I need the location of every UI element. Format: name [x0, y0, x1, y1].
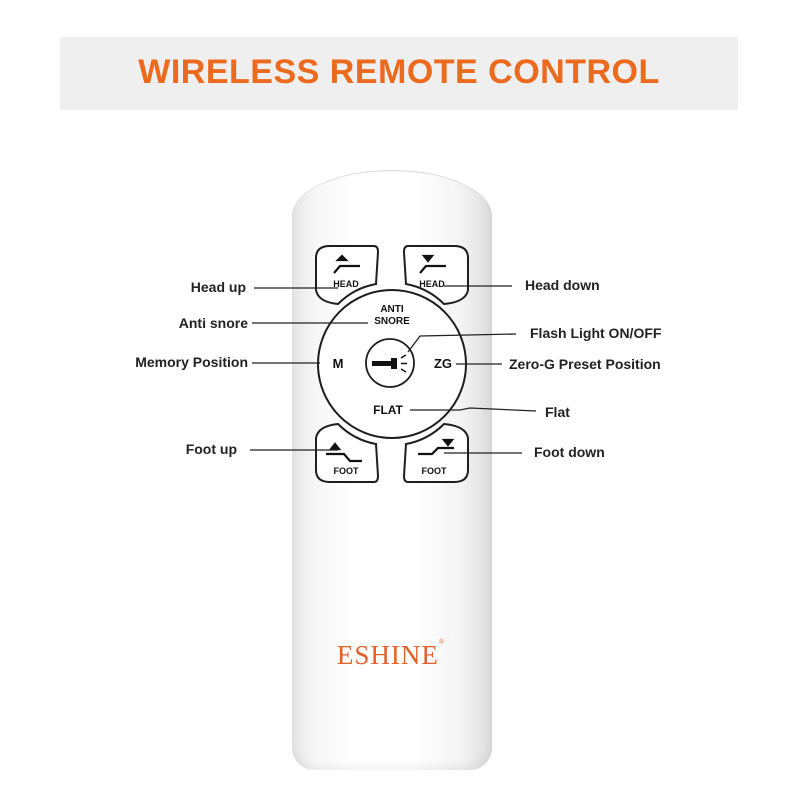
brand-logo: ESHINE®: [296, 638, 486, 671]
callout-foot-up: Foot up: [185, 441, 237, 457]
callout-head-up: Head up: [190, 279, 246, 295]
head-up-icon: [333, 254, 360, 274]
flashlight-icon: [372, 354, 407, 373]
zero-g-button[interactable]: ZG: [434, 356, 452, 371]
head-up-label: HEAD: [333, 279, 359, 289]
foot-down-icon: [418, 438, 455, 456]
brand-name: ESHINE: [336, 640, 439, 670]
flashlight-button[interactable]: [365, 338, 415, 388]
registered-mark: ®: [438, 638, 446, 646]
callout-flat: Flat: [545, 404, 570, 420]
anti-snore-label-2: SNORE: [374, 316, 410, 327]
remote-keypad: HEAD HEAD ANTI SNORE M ZG FLAT: [315, 245, 469, 483]
foot-up-button[interactable]: FOOT: [315, 422, 380, 483]
foot-down-button[interactable]: FOOT: [402, 422, 469, 483]
line-flat: [410, 407, 537, 412]
callout-foot-down: Foot down: [534, 444, 605, 460]
head-down-icon: [419, 254, 446, 274]
anti-snore-button[interactable]: ANTI SNORE: [374, 304, 410, 327]
callout-head-down: Head down: [525, 277, 600, 293]
memory-button[interactable]: M: [333, 356, 344, 371]
foot-up-icon: [326, 442, 362, 463]
flat-button[interactable]: FLAT: [373, 403, 403, 417]
head-down-button[interactable]: HEAD: [402, 245, 469, 306]
foot-down-label: FOOT: [422, 466, 447, 476]
callout-memory: Memory Position: [135, 354, 248, 370]
callout-zero-g: Zero-G Preset Position: [509, 356, 661, 372]
callout-anti-snore: Anti snore: [178, 315, 248, 331]
head-down-label: HEAD: [419, 279, 445, 289]
anti-snore-label-1: ANTI: [380, 304, 404, 315]
foot-up-label: FOOT: [334, 466, 359, 476]
callout-flash-light: Flash Light ON/OFF: [530, 325, 662, 341]
head-up-button[interactable]: HEAD: [315, 245, 380, 306]
title-banner: WIRELESS REMOTE CONTROL: [60, 37, 738, 110]
page-title: WIRELESS REMOTE CONTROL: [138, 53, 660, 91]
remote-top-edge: [292, 170, 492, 230]
line-flash-light: [407, 333, 517, 353]
